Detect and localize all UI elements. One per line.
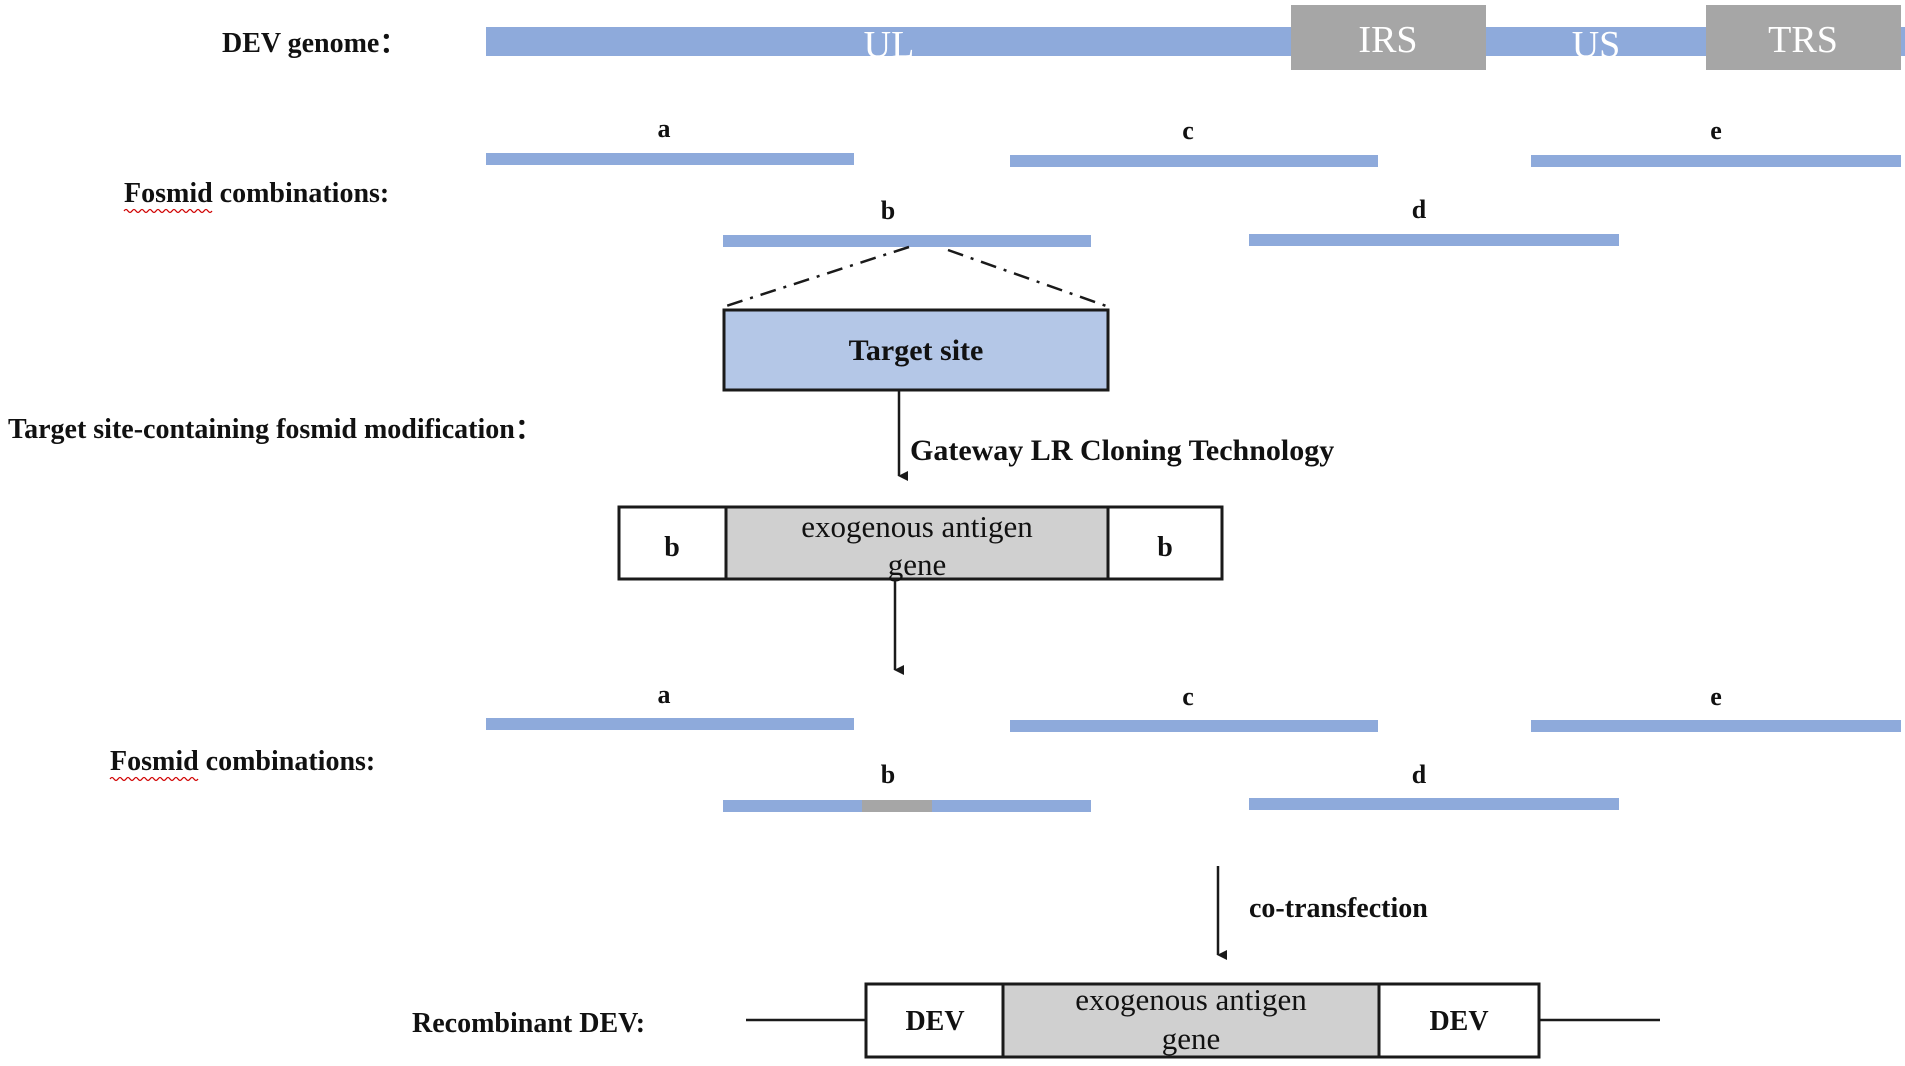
dev-genome-label: DEV genome： [222,28,407,59]
fosmid-a-bar-2 [486,718,854,730]
fosmid-c-bar [1010,155,1378,167]
fosmid-e-label: e [1710,116,1722,145]
fosmid-d-label: d [1412,195,1427,224]
segment-trs-box [1706,5,1901,70]
recombinant-dev-label: Recombinant DEV: [412,1008,645,1039]
construct-insert-line2: gene [888,547,947,582]
fosmid-e-label-2: e [1710,682,1722,711]
fosmid-b-bar [723,235,1091,247]
fosmid-d-bar-2 [1249,798,1619,810]
spellcheck-underline-2 [109,776,199,782]
spellcheck-underline-1 [123,208,213,214]
recombinant-insert-line1: exogenous antigen [1075,982,1307,1017]
fosmid-b-insert-marker [862,800,932,812]
fosmid-d-label-2: d [1412,760,1427,789]
construct-insert [724,505,1110,581]
fosmid-b-label-2: b [881,760,895,789]
segment-irs-box [1291,5,1486,70]
fosmid-combinations-label-2: Fosmid combinations: [110,746,375,777]
segment-irs-label: IRS [1358,19,1417,61]
genome-bar [486,27,1905,56]
recombinant-flank-left: DEV [905,1006,964,1037]
construct-flank-left: b [664,532,680,563]
segment-us-label: US [1572,24,1621,66]
recombinant-flank-right: DEV [1429,1006,1488,1037]
fosmid-d-bar [1249,234,1619,246]
fosmid-a-label-2: a [658,680,671,709]
fosmid-a-label: a [658,114,671,143]
fosmid-a-bar [486,153,854,165]
target-site-label: Target site [849,334,984,367]
construct-insert-line1: exogenous antigen [801,509,1033,544]
segment-ul-label: UL [864,24,915,66]
fosmid-c-label-2: c [1182,682,1194,711]
fosmid-c-bar-2 [1010,720,1378,732]
fosmid-b-label: b [881,196,895,225]
segment-trs-label: TRS [1768,19,1838,61]
zoom-line-right [947,248,1110,309]
target-site-box [722,308,1110,392]
fosmid-e-bar-2 [1531,720,1901,732]
fosmid-combinations-label-1: Fosmid combinations: [124,178,389,209]
recombinant-insert [1001,982,1381,1059]
target-modification-label: Target site-containing fosmid modificati… [8,414,543,445]
construct-flank-right: b [1157,532,1173,563]
cotransfection-label: co-transfection [1249,893,1428,924]
zoom-line-left [722,245,910,309]
fosmid-e-bar [1531,155,1901,167]
recombinant-insert-line2: gene [1162,1021,1221,1056]
gateway-step-label: Gateway LR Cloning Technology [910,434,1334,467]
fosmid-c-label: c [1182,116,1194,145]
